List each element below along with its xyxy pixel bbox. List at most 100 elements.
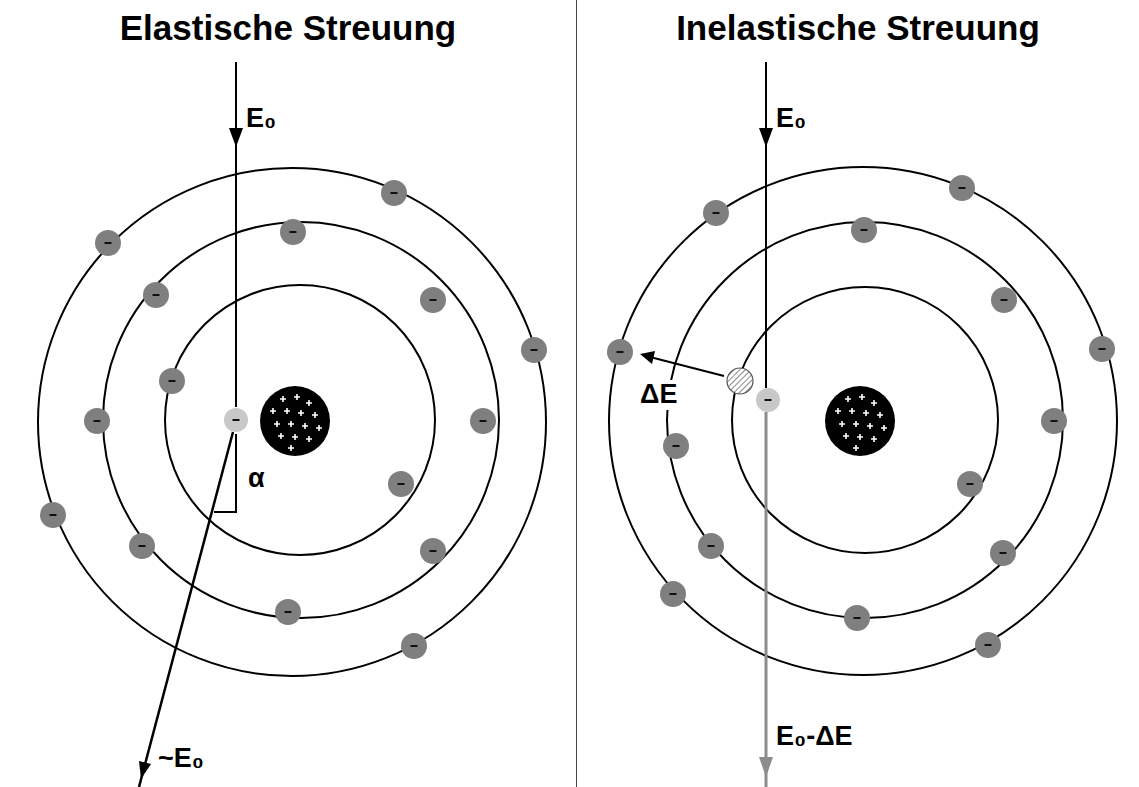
electron [470,408,496,434]
plus-sign [278,433,284,439]
atom-shells [609,167,1117,675]
transmitted-beam [765,412,768,787]
electron [990,540,1016,566]
inner-shell [165,285,435,555]
beam-arrowhead [229,128,243,147]
beam-energy-label: E₀ [244,104,278,134]
electron [95,230,121,256]
inner-shell [732,287,998,553]
middle-shell [103,222,499,618]
electron [607,339,633,365]
plus-sign [284,408,290,414]
plus-sign [288,445,294,451]
electron [388,471,414,497]
electron [159,368,185,394]
atom-shells [38,168,546,676]
ejection-arrowhead [640,351,655,364]
plus-sign [857,434,863,440]
plus-sign [881,425,887,431]
plus-sign [853,421,859,427]
plus-sign [298,410,304,416]
beam-arrowhead [759,128,773,147]
plus-sign [843,433,849,439]
beam-arrowhead [139,761,151,779]
electron [40,502,66,528]
plus-sign [280,396,286,402]
plus-sign [835,408,841,414]
diagram-panel: Elastische Streuung [0,0,577,787]
electron [663,433,689,459]
incident-electron [756,388,780,412]
plus-sign [306,436,312,442]
plus-sign [288,421,294,427]
plus-sign [292,434,298,440]
electron [851,217,877,243]
elastic-path [139,62,248,787]
scattered-beam [139,432,233,787]
electron [521,337,547,363]
electron [420,538,446,564]
shell-electrons [607,175,1115,658]
plus-sign [877,412,883,418]
nucleus [825,386,895,456]
middle-shell [667,222,1063,618]
electron [381,180,407,206]
ejection-arrow [650,357,724,376]
inelastic-path [640,62,780,787]
incident-beam [235,62,237,407]
transmitted-energy-label: E₀-ΔE [774,722,855,752]
outer-shell [38,168,546,676]
electron [698,533,724,559]
vacancy-electron [727,368,753,394]
plus-sign [871,436,877,442]
plus-sign [853,445,859,451]
outer-shell [609,167,1117,675]
electron [844,605,870,631]
panel-title: Inelastische Streuung [577,8,1139,48]
electron [401,633,427,659]
charge-sign [233,419,240,421]
plus-sign [294,394,300,400]
plus-sign [863,410,869,416]
plus-sign [302,423,308,429]
electron [957,471,983,497]
plus-sign [274,421,280,427]
electron [949,175,975,201]
plus-sign [270,408,276,414]
electron [129,533,155,559]
electron [975,632,1001,658]
plus-sign [871,400,877,406]
plus-sign [849,408,855,414]
proton-charges [270,394,322,451]
plus-sign [859,394,865,400]
plus-sign [312,412,318,418]
proton-charges [835,394,887,451]
nucleus-core [825,386,895,456]
nucleus [260,386,330,456]
shell-electrons [40,180,547,659]
electron [275,599,301,625]
panel-title: Elastische Streuung [0,8,576,48]
beam-energy-label: E₀ [774,104,808,134]
electron [84,408,110,434]
plus-sign [867,423,873,429]
nucleus-core [260,386,330,456]
electron [703,200,729,226]
beam-arrowhead [759,757,773,777]
incident-beam [765,62,767,388]
electron [280,219,306,245]
plus-sign [845,396,851,402]
electron [1041,408,1067,434]
electron [1089,336,1115,362]
scattered-energy-label: ~E₀ [156,744,206,774]
electron [143,282,169,308]
angle-marker [214,434,236,512]
plus-sign [839,421,845,427]
incident-electron [224,408,248,432]
energy-loss-label: ΔE [638,380,679,410]
plus-sign [316,425,322,431]
plus-sign [306,400,312,406]
angle-label: α [246,464,267,494]
